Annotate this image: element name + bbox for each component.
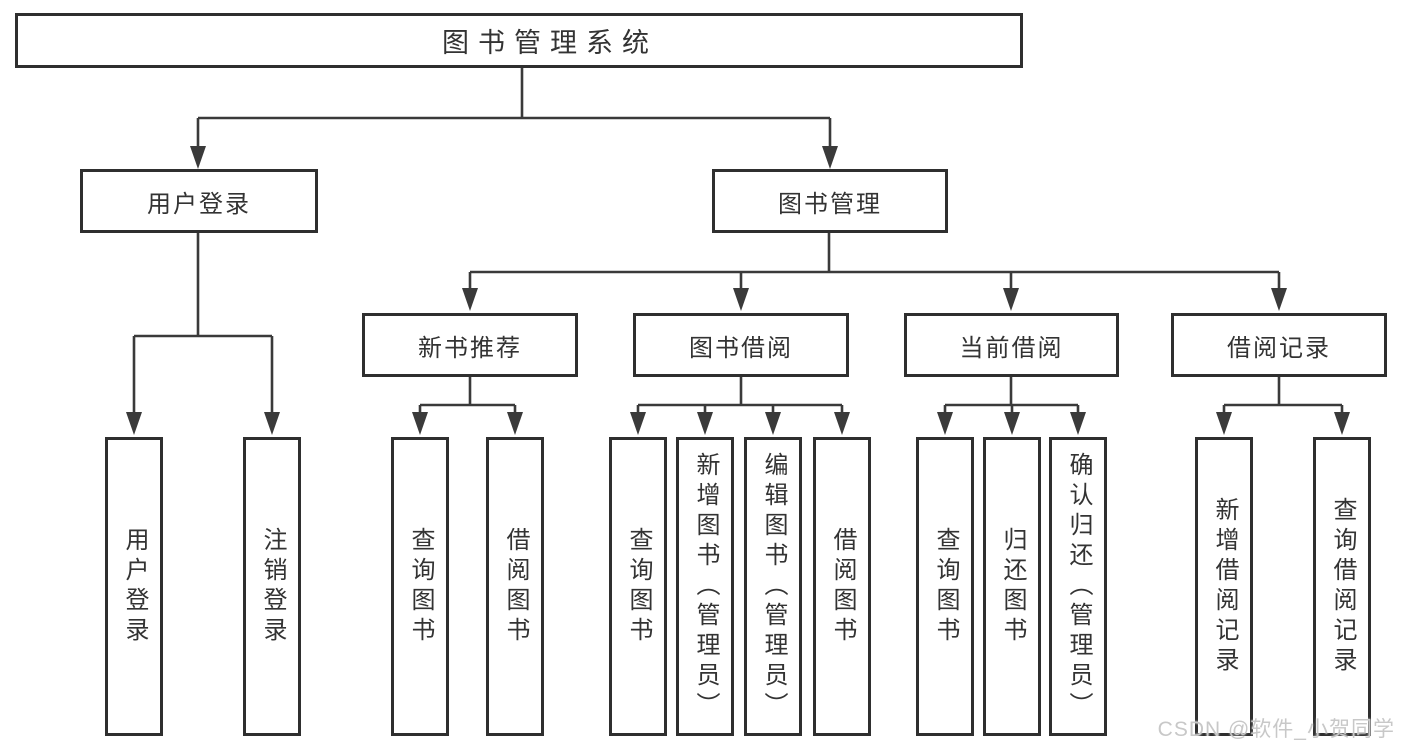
- node-borrow-records: 借阅记录: [1171, 313, 1387, 377]
- node-label: 归还图书: [999, 526, 1026, 647]
- leaf-confirm-return-admin: 确认归还（管理员）: [1049, 437, 1107, 736]
- node-label: 确认归还（管理员）: [1065, 451, 1092, 722]
- node-label: 当前借阅: [959, 334, 1064, 362]
- node-label: 图书借阅: [689, 334, 793, 362]
- leaf-edit-books-admin: 编辑图书（管理员）: [744, 437, 802, 736]
- leaf-user-login: 用户登录: [105, 437, 163, 736]
- node-label: 查询图书: [932, 526, 959, 647]
- node-label: 查询图书: [407, 526, 434, 647]
- leaf-borrow-books-1: 借阅图书: [486, 437, 544, 736]
- node-label: 借阅记录: [1227, 334, 1331, 362]
- node-label: 用户登录: [147, 190, 251, 218]
- node-label: 图书管理系统: [442, 28, 658, 58]
- leaf-query-books-2: 查询图书: [609, 437, 667, 736]
- node-book-borrow: 图书借阅: [633, 313, 849, 377]
- arrowheads: [126, 146, 1350, 435]
- node-label: 查询借阅记录: [1329, 496, 1356, 677]
- node-label: 查询图书: [625, 526, 652, 647]
- watermark: CSDN @软件_小贺同学: [1157, 718, 1395, 741]
- node-root: 图书管理系统: [15, 13, 1023, 68]
- node-label: 新书推荐: [418, 334, 522, 362]
- leaf-logout: 注销登录: [243, 437, 301, 736]
- leaf-add-borrow-record: 新增借阅记录: [1195, 437, 1253, 736]
- leaf-borrow-books-2: 借阅图书: [813, 437, 871, 736]
- node-label: 编辑图书（管理员）: [760, 451, 787, 722]
- leaf-return-books: 归还图书: [983, 437, 1041, 736]
- node-label: 图书管理: [778, 190, 882, 218]
- node-label: 新增借阅记录: [1211, 496, 1238, 677]
- node-label: 用户登录: [121, 526, 148, 647]
- node-label: 借阅图书: [829, 526, 856, 647]
- node-user-login: 用户登录: [80, 169, 318, 233]
- node-book-management: 图书管理: [712, 169, 948, 233]
- leaf-query-books-1: 查询图书: [391, 437, 449, 736]
- node-label: 注销登录: [259, 526, 286, 647]
- node-label: 新增图书（管理员）: [692, 451, 719, 722]
- node-new-book-recommend: 新书推荐: [362, 313, 578, 377]
- node-label: 借阅图书: [502, 526, 529, 647]
- leaf-add-books-admin: 新增图书（管理员）: [676, 437, 734, 736]
- leaf-query-books-3: 查询图书: [916, 437, 974, 736]
- leaf-query-borrow-record: 查询借阅记录: [1313, 437, 1371, 736]
- node-current-borrow: 当前借阅: [904, 313, 1119, 377]
